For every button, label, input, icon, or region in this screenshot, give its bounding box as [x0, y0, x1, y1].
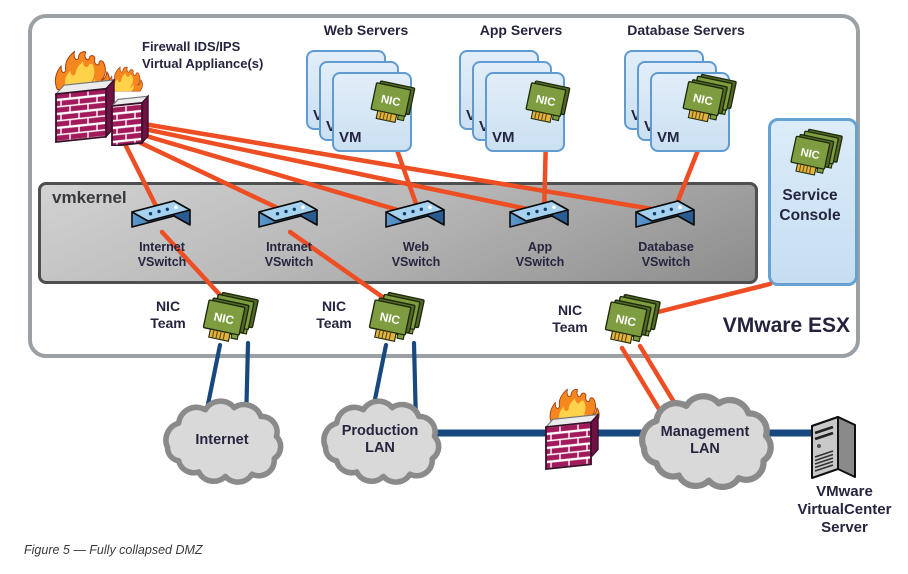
nic-team-label-1: NIC Team [140, 298, 196, 332]
cloud-label-line1: Internet [195, 432, 249, 448]
nic-team-icon: NIC [680, 72, 737, 125]
firewall-appliance-icon [54, 50, 150, 146]
nic-team-line1: NIC [155, 298, 181, 314]
cloud-label-line2: LAN [365, 440, 395, 456]
nic-team-icon: NIC [366, 290, 425, 345]
virtualcenter-line3: Server [821, 519, 868, 536]
web-vswitch-icon [385, 200, 445, 228]
nic-team-line2: Team [150, 315, 186, 331]
app-vswitch-icon [509, 200, 569, 228]
nic-team-line1: NIC [557, 302, 583, 318]
cloud-label-line1: Management [660, 424, 750, 440]
service-console-line2: Console [779, 207, 841, 224]
nic-card-label: NIC [212, 310, 235, 328]
nic-card-label: NIC [692, 93, 714, 109]
database-servers-title: Database Servers [627, 22, 745, 38]
nic-team-icon: NIC [602, 292, 661, 347]
intranet-vswitch-label: Intranet VSwitch [244, 240, 334, 270]
vswitch-label-line1: Intranet [266, 240, 312, 254]
nic-card-label: NIC [535, 94, 557, 110]
app-servers-title: App Servers [479, 22, 563, 38]
vmkernel-label: vmkernel [52, 188, 127, 207]
firewall-label-line2: Virtual Appliance(s) [142, 56, 264, 71]
vswitch-label-line1: App [527, 240, 553, 254]
vm-label: VM [492, 129, 515, 146]
vswitch-label-line2: VSwitch [137, 255, 187, 269]
production-lan-label: Production LAN [324, 423, 436, 457]
vswitch-label-line2: VSwitch [391, 255, 441, 269]
figure-caption: Figure 5 — Fully collapsed DMZ [24, 543, 203, 557]
vswitch-label-line1: Internet [139, 240, 185, 254]
nic-team-label-3: NIC Team [542, 302, 598, 336]
web-servers-stack: VM VM VM NIC [306, 50, 416, 154]
nic-card-label: NIC [799, 147, 820, 163]
esx-host-label: VMware ESX [722, 314, 850, 337]
firewall-appliance-label: Firewall IDS/IPS Virtual Appliance(s) [142, 38, 263, 72]
nic-team-line2: Team [552, 319, 588, 335]
vswitch-label-line2: VSwitch [641, 255, 691, 269]
service-console-line1: Service [782, 187, 838, 204]
vm-label: VM [339, 129, 362, 146]
nic-card-label: NIC [380, 94, 402, 110]
vswitch-label-line1: Database [638, 240, 694, 254]
service-console-nic-icon: NIC [788, 127, 844, 179]
service-console-label: Service Console [768, 186, 852, 226]
nic-card-label: NIC [614, 312, 637, 330]
web-vswitch-label: Web VSwitch [371, 240, 461, 270]
nic-card-icon: NIC [368, 79, 416, 126]
vswitch-label-line2: VSwitch [264, 255, 314, 269]
nic-team-line2: Team [316, 315, 352, 331]
database-vswitch-label: Database VSwitch [621, 240, 711, 270]
virtualcenter-line2: VirtualCenter [797, 501, 892, 518]
vm-label: VM [657, 129, 680, 146]
virtualcenter-line1: VMware [816, 483, 873, 500]
virtualcenter-server-icon [811, 416, 856, 479]
vswitch-label-line2: VSwitch [515, 255, 565, 269]
nic-team-icon: NIC [200, 290, 259, 345]
cloud-label-line2: LAN [690, 441, 720, 457]
cloud-label-line1: Production [341, 423, 419, 439]
internet-cloud-label: Internet [166, 432, 278, 449]
internet-vswitch-icon [131, 200, 191, 228]
firewall-label-line1: Firewall IDS/IPS [142, 39, 241, 54]
intranet-vswitch-icon [258, 200, 318, 228]
perimeter-firewall-icon [544, 388, 600, 470]
database-vswitch-icon [635, 200, 695, 228]
database-servers-stack: VM VM VM NIC [624, 50, 740, 154]
nic-card-icon: NIC [523, 79, 571, 126]
virtualcenter-server-label: VMware VirtualCenter Server [772, 483, 908, 537]
nic-team-label-2: NIC Team [306, 298, 362, 332]
internet-vswitch-label: Internet VSwitch [117, 240, 207, 270]
vswitch-label-line1: Web [402, 240, 430, 254]
app-servers-stack: VM VM VM NIC [459, 50, 571, 154]
management-lan-label: Management LAN [648, 424, 762, 458]
web-servers-title: Web Servers [323, 22, 409, 38]
nic-card-label: NIC [378, 310, 401, 328]
app-vswitch-label: App VSwitch [495, 240, 585, 270]
nic-team-line1: NIC [321, 298, 347, 314]
